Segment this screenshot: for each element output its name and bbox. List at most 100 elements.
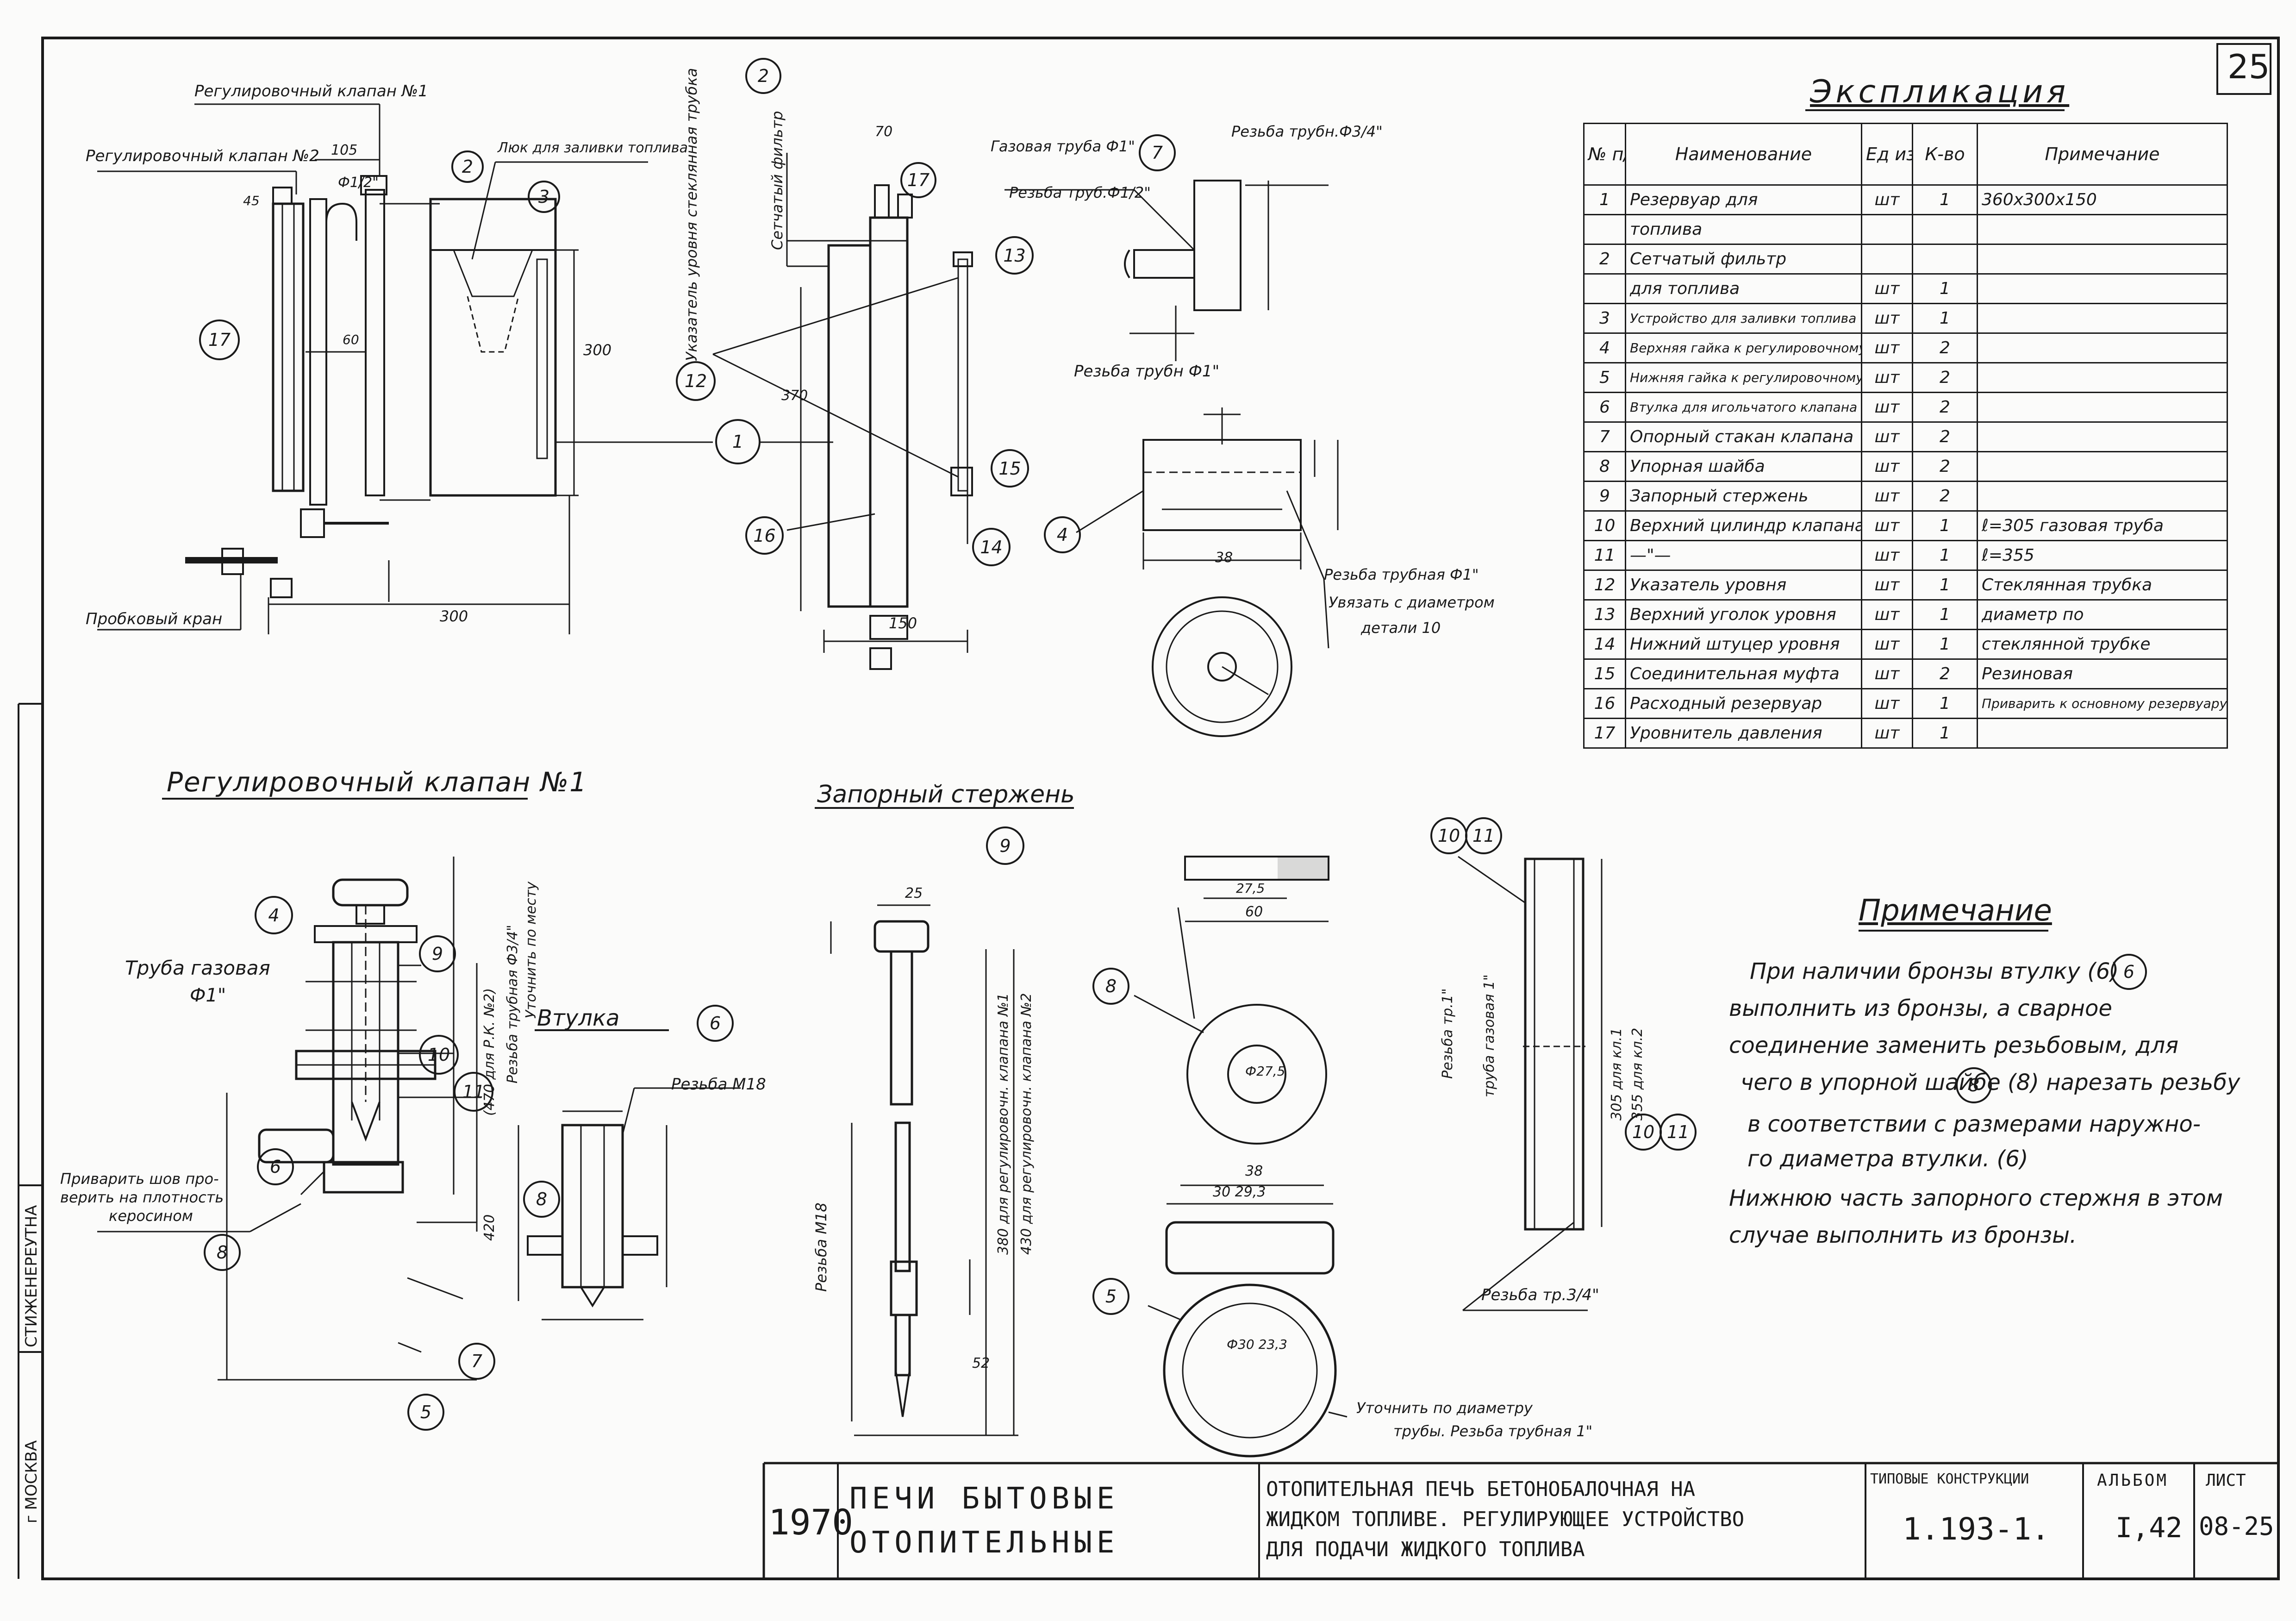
label-thread-1: Резьба трубн Ф1": [1074, 362, 1220, 381]
row-name: Уровнитель давления: [1625, 718, 1862, 749]
row-qty: [1912, 214, 1978, 245]
row-name: Нижний штуцер уровня: [1625, 629, 1862, 660]
callout-4: 4: [1044, 516, 1081, 553]
note-line: При наличии бронзы втулку (6): [1750, 958, 2119, 984]
row-note: [1977, 362, 2228, 393]
row-unit: шт: [1861, 718, 1913, 749]
row-qty: 2: [1912, 451, 1978, 482]
note-line: выполнить из бронзы, а сварное: [1729, 995, 2112, 1021]
row-name: топлива: [1625, 214, 1862, 245]
row-unit: [1861, 244, 1913, 275]
valve-label-pipe: Труба газовая: [125, 957, 270, 979]
row-num: 11: [1583, 540, 1626, 571]
row-name: Верхний цилиндр клапана: [1625, 510, 1862, 541]
row-name: Опорный стакан клапана: [1625, 421, 1862, 452]
dim-45: 45: [243, 193, 260, 208]
note-line: в соответствии с размерами наружно-: [1747, 1111, 2201, 1137]
row-note: [1977, 392, 2228, 423]
callout-11: 11: [454, 1072, 493, 1112]
row-note: 360х300х150: [1977, 184, 2228, 215]
row-unit: шт: [1861, 540, 1913, 571]
callout-10c: 10: [1625, 1114, 1662, 1151]
row-num: 10: [1583, 510, 1626, 541]
dim-370: 370: [781, 388, 808, 404]
row-unit: шт: [1861, 688, 1913, 719]
callout-11c: 11: [1660, 1114, 1697, 1151]
row-unit: шт: [1861, 303, 1913, 334]
callout-10b: 10: [1430, 817, 1467, 854]
note-line: случае выполнить из бронзы.: [1729, 1222, 2077, 1248]
row-qty: 2: [1912, 332, 1978, 363]
row-unit: шт: [1861, 332, 1913, 363]
row-unit: шт: [1861, 184, 1913, 215]
cap-note1: Уточнить по диаметру: [1356, 1399, 1533, 1417]
cap-dim-f30: Ф30 23,3: [1227, 1337, 1287, 1352]
title-desc-3: ДЛЯ ПОДАЧИ ЖИДКОГО ТОПЛИВА: [1266, 1538, 1585, 1561]
valve-label-specify: Уточнить по месту: [523, 882, 539, 1019]
sheet-value: 08-25: [2199, 1512, 2274, 1541]
row-name: Резервуар для: [1625, 184, 1862, 215]
side-stamp: СТИЖЕНЕРЕУТНА: [22, 1205, 41, 1347]
cap-dim-38: 38: [1245, 1163, 1263, 1179]
row-note: [1977, 303, 2228, 334]
callout-8c: 8: [1092, 968, 1129, 1005]
rod-title: Запорный стержень: [817, 781, 1075, 808]
col-qty: К-во: [1912, 123, 1978, 186]
valve-label-weld2: верить на плотность: [60, 1189, 224, 1206]
row-note: диаметр по: [1977, 599, 2228, 630]
row-num: 5: [1583, 362, 1626, 393]
callout-7: 7: [1139, 134, 1176, 171]
typical-value: 1.193-1.: [1903, 1511, 2050, 1547]
callout-6: 6: [257, 1148, 294, 1185]
label-thread-note2: Увязать с диаметром: [1329, 594, 1495, 611]
row-num: 9: [1583, 481, 1626, 512]
row-qty: 2: [1912, 362, 1978, 393]
row-qty: 1: [1912, 510, 1978, 541]
callout-14: 14: [972, 528, 1011, 566]
rod-label-430: 430 для регулировочн. клапана №2: [1018, 993, 1035, 1255]
row-qty: [1912, 244, 1978, 275]
notes-title: Примечание: [1859, 894, 2052, 928]
row-name: Запорный стержень: [1625, 481, 1862, 512]
row-unit: шт: [1861, 570, 1913, 601]
label-level-indicator: Указатель уровня стеклянная трубка: [683, 68, 700, 361]
note-line: го диаметра втулки. (6): [1747, 1146, 2028, 1172]
tube-label-355: 355 для кл.2: [1629, 1027, 1646, 1120]
album-label: АЛЬБОМ: [2097, 1471, 2169, 1490]
row-note: Стеклянная трубка: [1977, 570, 2228, 601]
note-callout-6: 6: [2111, 954, 2147, 990]
row-name: Устройство для заливки топлива: [1625, 303, 1862, 334]
label-thread-note1: Резьба трубная Ф1": [1324, 566, 1479, 583]
row-num: 17: [1583, 718, 1626, 749]
row-num: 16: [1583, 688, 1626, 719]
row-name: для топлива: [1625, 273, 1862, 304]
tube-label-thread1: Резьба тр.1": [1440, 988, 1456, 1079]
row-qty: 1: [1912, 184, 1978, 215]
row-num: 4: [1583, 332, 1626, 363]
label-thread-34: Резьба трубн.Ф3/4": [1231, 123, 1383, 140]
row-note: Резиновая: [1977, 658, 2228, 689]
row-name: Соединительная муфта: [1625, 658, 1862, 689]
note-line: соединение заменить резьбовым, для: [1729, 1033, 2179, 1058]
rod-label-thread: Резьба М18: [812, 1202, 830, 1292]
row-qty: 1: [1912, 599, 1978, 630]
row-unit: шт: [1861, 421, 1913, 452]
callout-8b: 8: [523, 1181, 560, 1218]
row-unit: шт: [1861, 451, 1913, 482]
row-qty: 2: [1912, 658, 1978, 689]
row-unit: шт: [1861, 481, 1913, 512]
explication-row: топлива: [1583, 214, 2228, 245]
callout-1: 1: [715, 419, 761, 464]
dim-70-top: 70: [875, 124, 893, 140]
album-value: I,42: [2115, 1512, 2183, 1544]
label-hatch: Люк для заливки топлива: [498, 140, 688, 156]
